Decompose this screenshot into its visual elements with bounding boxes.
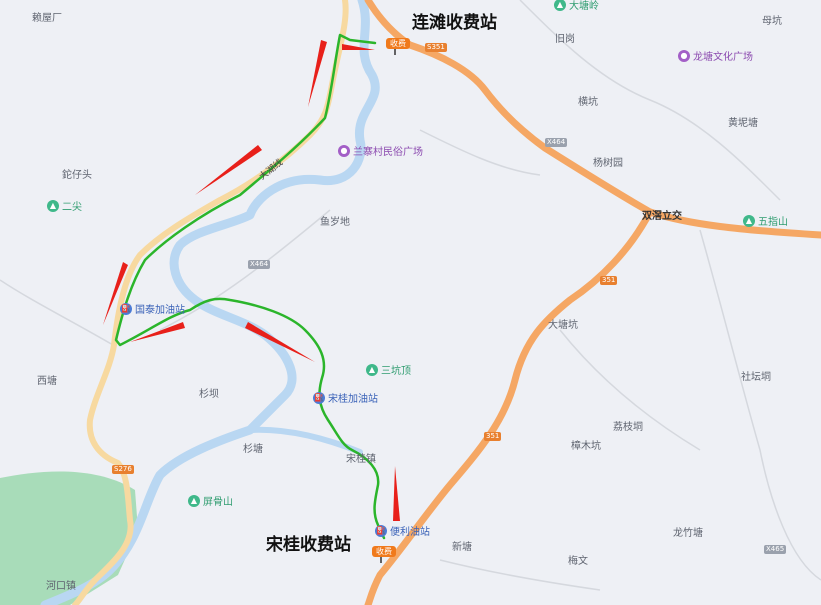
toll-station-north-title: 连滩收费站 [412, 13, 497, 33]
mountain-icon: ▲ [743, 214, 755, 227]
gas-pump-icon: ⛽ [313, 391, 325, 404]
place-label: 杨树园 [593, 158, 623, 169]
place-label: 黄坭塘 [728, 118, 758, 129]
road-shield-x464-mid: X464 [248, 260, 271, 269]
place-label: 杉塘 [243, 444, 263, 455]
poi-label: 兰寨村民俗广场 [353, 147, 423, 158]
place-label: 鉈仔头 [62, 170, 92, 181]
toll-badge-north[interactable]: 收费 [386, 38, 410, 49]
landmark-icon: ● [338, 144, 350, 157]
arrow-north-1 [308, 40, 327, 107]
road-shield-s351-top: S351 [425, 43, 447, 52]
place-label: 梅文 [568, 556, 588, 567]
expressway [364, 0, 821, 605]
poi-wuzhishan[interactable]: ▲ 五指山 [743, 213, 788, 228]
road-shield-x465: X465 [764, 545, 787, 554]
place-label: 大塘坑 [548, 320, 578, 331]
poi-pinggushan[interactable]: ▲ 屏骨山 [188, 493, 233, 508]
gas-station-guotai[interactable]: ⛽ 国泰加油站 [120, 301, 185, 316]
gas-pump-icon: ⛽ [375, 524, 387, 537]
place-label: 旧岗 [555, 34, 575, 45]
place-label: 双滘立交 [642, 211, 682, 222]
poi-lanzhai-plaza[interactable]: ● 兰寨村民俗广场 [338, 143, 423, 158]
gas-station-label: 宋桂加油站 [328, 394, 378, 405]
arrow-north-2 [103, 262, 128, 325]
toll-badge-south[interactable]: 收费 [372, 546, 396, 557]
place-label: 新塘 [452, 542, 472, 553]
place-label: 赖屋厂 [32, 13, 62, 24]
place-label: 社坛垌 [741, 372, 771, 383]
arrow-west-1 [130, 322, 185, 342]
place-label: 樟木坑 [571, 441, 601, 452]
gas-station-label: 国泰加油站 [135, 305, 185, 316]
road-shield-351-lower: 351 [484, 432, 502, 441]
poi-label: 五指山 [758, 217, 788, 228]
poi-longtang-plaza[interactable]: ● 龙塘文化广场 [678, 48, 753, 63]
gas-station-label: 便利油站 [390, 527, 430, 538]
poi-erjian[interactable]: ▲ 二尖 [47, 198, 82, 213]
toll-station-south-title: 宋桂收费站 [266, 535, 351, 555]
travel-route [114, 33, 386, 540]
arrow-east-1 [342, 44, 375, 50]
provincial-road [72, 0, 349, 605]
place-label: 杉坝 [199, 389, 219, 400]
arrow-northwest-1 [245, 322, 315, 362]
landmark-icon: ● [678, 49, 690, 62]
minor-roads [0, 0, 821, 591]
gas-station-bianli[interactable]: ⛽ 便利油站 [375, 523, 430, 538]
gas-pump-icon: ⛽ [120, 302, 132, 315]
mountain-icon: ▲ [554, 0, 566, 11]
road-shield-351: 351 [600, 276, 618, 285]
place-label: 荔枝垌 [613, 422, 643, 433]
mountain-icon: ▲ [188, 494, 200, 507]
place-label: 横坑 [578, 97, 598, 108]
poi-label: 三坑顶 [381, 366, 411, 377]
mountain-icon: ▲ [47, 199, 59, 212]
direction-arrows [103, 40, 400, 521]
mountain-icon: ▲ [366, 363, 378, 376]
poi-sankengding[interactable]: ▲ 三坑顶 [366, 362, 411, 377]
poi-label: 屏骨山 [203, 497, 233, 508]
arrow-northeast-1 [195, 145, 262, 195]
poi-label: 龙塘文化广场 [693, 52, 753, 63]
gas-station-songgui[interactable]: ⛽ 宋桂加油站 [313, 390, 378, 405]
place-label: 鱼岁地 [320, 217, 350, 228]
place-label: 西塘 [37, 376, 57, 387]
road-shield-x464-top: X464 [545, 138, 568, 147]
toll-pins [380, 48, 396, 563]
poi-datangling[interactable]: ▲ 大塘岭 [554, 0, 599, 12]
road-shield-s276: S276 [112, 465, 134, 474]
poi-label: 二尖 [62, 202, 82, 213]
place-label: 河口镇 [46, 581, 76, 592]
place-label: 龙竹塘 [673, 528, 703, 539]
poi-label: 大塘岭 [569, 1, 599, 12]
place-label: 母坑 [762, 16, 782, 27]
arrow-north-3 [393, 466, 400, 521]
place-label: 宋桂镇 [346, 454, 376, 465]
